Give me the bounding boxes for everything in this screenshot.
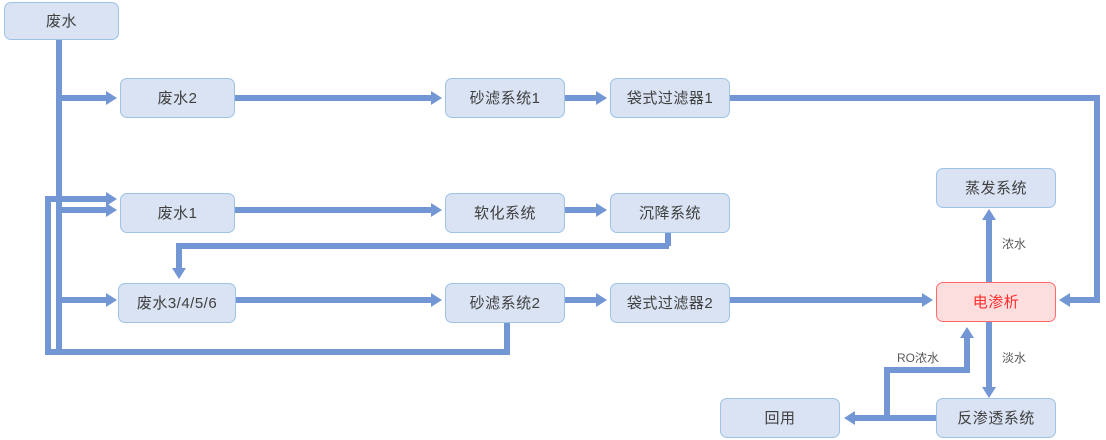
edge-rail-to-electrodialysis bbox=[1070, 297, 1100, 303]
node-electrodialysis[interactable]: 电渗析 bbox=[936, 282, 1056, 322]
arrowhead-reverseosmosis-to-reuse bbox=[844, 411, 855, 425]
edge-recycle-riser bbox=[45, 196, 51, 352]
edge-ro-concentrate-riser bbox=[884, 370, 890, 418]
node-bagfilter1[interactable]: 袋式过滤器1 bbox=[610, 78, 730, 118]
node-label: 软化系统 bbox=[473, 204, 536, 222]
arrowhead-electrodialysis-to-evaporation bbox=[982, 209, 996, 220]
edge-wastewater-to-wastewater2 bbox=[56, 95, 106, 101]
node-sandfilter1[interactable]: 砂滤系统1 bbox=[445, 78, 565, 118]
arrowhead-recycle-to-wastewater1 bbox=[106, 192, 117, 206]
edge-bottom-return bbox=[45, 349, 510, 355]
node-label: 废水3/4/5/6 bbox=[136, 294, 218, 312]
edge-ro-concentrate-run bbox=[884, 367, 970, 373]
edge-reverseosmosis-to-reuse bbox=[855, 415, 936, 421]
arrowhead-ro-concentrate-to-electrodialysis bbox=[960, 327, 974, 338]
arrowhead-wastewater-to-wastewater1 bbox=[106, 203, 117, 217]
edge-sandfilter1-to-bagfilter1 bbox=[565, 95, 596, 101]
node-wastewater[interactable]: 废水 bbox=[4, 2, 119, 40]
edge-electrodialysis-to-reverseosmosis bbox=[986, 322, 992, 387]
node-label: 沉降系统 bbox=[638, 204, 701, 222]
node-label: 废水 bbox=[45, 12, 77, 30]
node-label: 袋式过滤器1 bbox=[626, 89, 714, 107]
edge-right-rail bbox=[1094, 95, 1100, 300]
arrowhead-bagfilter2-to-electrodialysis bbox=[922, 293, 933, 307]
node-label: 砂滤系统2 bbox=[469, 294, 541, 312]
arrowhead-wastewater-to-wastewater2 bbox=[106, 91, 117, 105]
node-label: 砂滤系统1 bbox=[469, 89, 541, 107]
edge-sandfilter2-to-bagfilter2 bbox=[565, 297, 596, 303]
edge-bottom-return-riser bbox=[504, 323, 510, 352]
node-wastewater2[interactable]: 废水2 bbox=[120, 78, 235, 118]
edge-label-ro-concentrate: RO浓水 bbox=[897, 351, 940, 365]
edge-label-concentrate: 浓水 bbox=[1002, 237, 1027, 251]
arrowhead-rail-to-electrodialysis bbox=[1059, 293, 1070, 307]
edge-softening-to-settling bbox=[565, 207, 596, 213]
edge-recycle-to-wastewater1 bbox=[45, 196, 106, 202]
node-bagfilter2[interactable]: 袋式过滤器2 bbox=[610, 283, 730, 323]
arrowhead-softening-to-settling bbox=[596, 203, 607, 217]
node-reuse[interactable]: 回用 bbox=[720, 398, 840, 438]
edge-wastewater-to-wastewater1 bbox=[56, 207, 106, 213]
node-label: 回用 bbox=[764, 409, 796, 427]
node-evaporation[interactable]: 蒸发系统 bbox=[936, 168, 1056, 208]
edge-bagfilter1-to-rail bbox=[730, 95, 1100, 101]
node-settling[interactable]: 沉降系统 bbox=[610, 193, 730, 233]
edge-ro-concentrate-upleg bbox=[964, 338, 970, 370]
node-label: 袋式过滤器2 bbox=[626, 294, 714, 312]
arrowhead-sandfilter2-to-bagfilter2 bbox=[596, 293, 607, 307]
edge-wastewater3456-to-sandfilter2 bbox=[236, 297, 431, 303]
edge-settling-downleg bbox=[176, 243, 182, 268]
edge-settling-drop bbox=[665, 233, 671, 246]
node-softening[interactable]: 软化系统 bbox=[445, 193, 565, 233]
node-label: 废水1 bbox=[157, 204, 198, 222]
edge-electrodialysis-to-evaporation bbox=[986, 220, 992, 282]
arrowhead-sandfilter1-to-bagfilter1 bbox=[596, 91, 607, 105]
arrowhead-wastewater2-to-sandfilter1 bbox=[431, 91, 442, 105]
arrowhead-wastewater1-to-softening bbox=[431, 203, 442, 217]
arrowhead-settling-to-wastewater3456 bbox=[172, 268, 186, 279]
edge-settling-to-wastewater3456 bbox=[176, 243, 669, 249]
edge-label-freshwater: 淡水 bbox=[1002, 351, 1027, 365]
edge-bagfilter2-to-electrodialysis bbox=[730, 297, 922, 303]
edge-wastewater1-to-softening bbox=[235, 207, 431, 213]
node-sandfilter2[interactable]: 砂滤系统2 bbox=[445, 283, 565, 323]
node-wastewater3456[interactable]: 废水3/4/5/6 bbox=[118, 283, 236, 323]
node-wastewater1[interactable]: 废水1 bbox=[120, 193, 235, 233]
edge-wastewater2-to-sandfilter1 bbox=[235, 95, 431, 101]
arrowhead-wastewater-to-wastewater3456 bbox=[106, 293, 117, 307]
arrowhead-electrodialysis-to-reverseosmosis bbox=[982, 387, 996, 398]
node-label: 蒸发系统 bbox=[964, 179, 1027, 197]
node-label: 反渗透系统 bbox=[957, 409, 1035, 427]
arrowhead-wastewater3456-to-sandfilter2 bbox=[431, 293, 442, 307]
node-label: 废水2 bbox=[157, 89, 198, 107]
node-reverseosmosis[interactable]: 反渗透系统 bbox=[936, 398, 1056, 438]
node-label: 电渗析 bbox=[972, 293, 1020, 311]
edge-wastewater-to-wastewater3456 bbox=[56, 297, 106, 303]
